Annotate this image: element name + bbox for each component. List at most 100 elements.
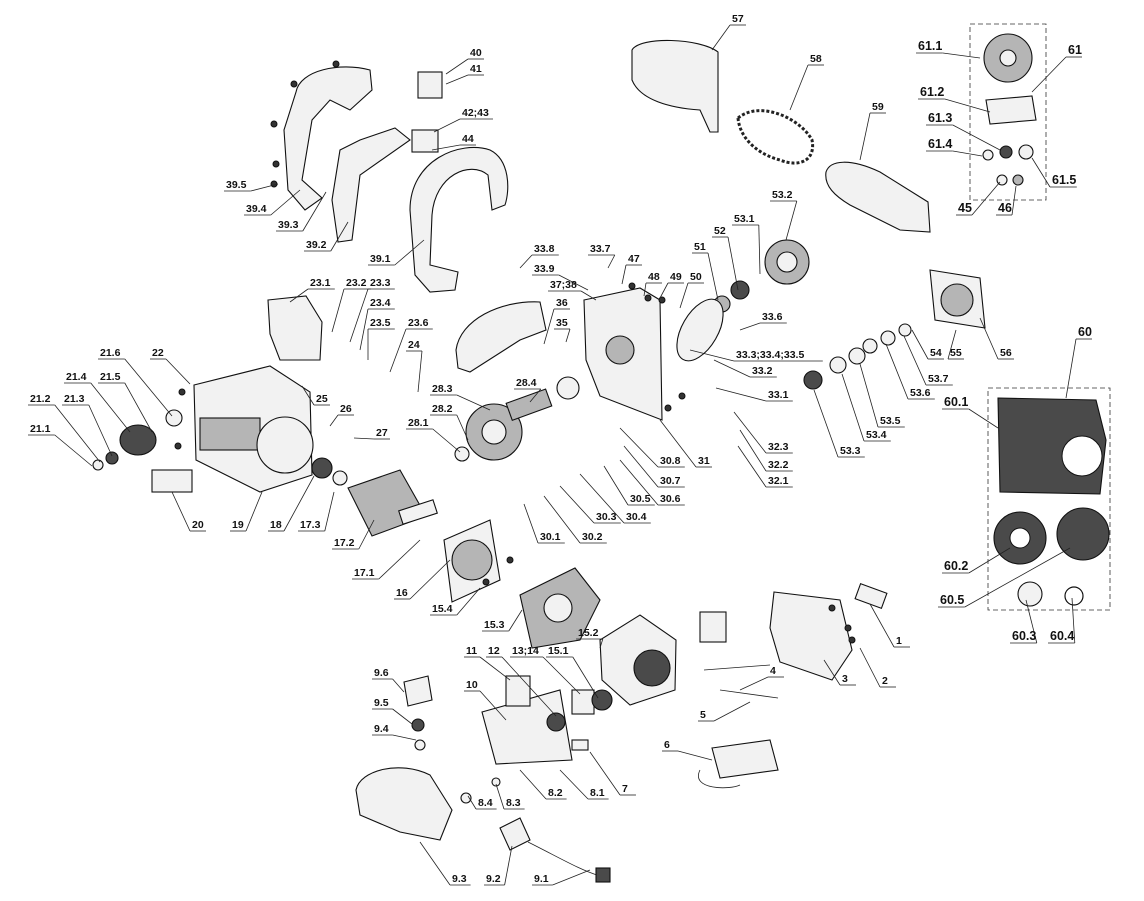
part-callout-9-4: 9.4 [374,723,389,735]
leader-line-15-4 [456,587,481,616]
part-callout-37-38: 37;38 [550,279,577,291]
part-callout-40: 40 [470,47,482,59]
leader-line-56 [979,317,999,360]
accessory-61-illustration [982,33,1037,186]
part-callout-53-6: 53.6 [910,387,931,399]
leader-line-30-2 [543,495,581,544]
leader-line-30-5 [603,465,629,506]
part-callout-17-1: 17.1 [354,567,375,579]
leader-line-24 [417,350,423,393]
part-callout-61-1: 61.1 [918,39,942,53]
part-callout-60-2: 60.2 [944,559,968,573]
leader-line-39-4 [270,189,301,216]
part-callout-30-2: 30.2 [582,531,603,543]
part-callout-48: 48 [648,271,660,283]
leader-line-45 [971,181,1001,216]
leader-line-53-6 [885,343,909,400]
leader-line-55 [947,329,957,360]
leader-line-61-2 [944,98,991,113]
leader-line-33-1 [715,387,767,402]
leader-line-17-2 [358,519,375,550]
part-callout-44: 44 [462,133,474,145]
part-callout-28-3: 28.3 [432,383,453,395]
part-callout-21-1: 21.1 [30,423,51,435]
part-callout-8-1: 8.1 [590,787,605,799]
bar-cover-illustration [631,39,719,133]
leader-line-52 [727,236,739,291]
part-callout-30-4: 30.4 [626,511,647,523]
part-callout-61-3: 61.3 [928,111,952,125]
leader-line-33-6 [739,322,761,331]
leader-line-15-2 [599,638,604,649]
leader-line-28-1 [432,428,461,453]
leader-line-21-5 [124,382,153,433]
part-callout-61: 61 [1068,43,1082,57]
leader-line-9-5 [392,708,413,725]
part-callout-39-2: 39.2 [306,239,327,251]
part-callout-33-7: 33.7 [590,243,611,255]
part-callout-9-6: 9.6 [374,667,389,679]
part-callout-6: 6 [664,739,670,751]
part-callout-15-2: 15.2 [578,627,599,639]
leader-line-8-2 [519,769,547,800]
part-callout-39-1: 39.1 [370,253,391,265]
leader-line-23-4 [359,308,369,351]
leader-line-9-6 [392,678,405,693]
rear-handle-illustration [769,582,888,681]
part-callout-9-5: 9.5 [374,697,389,709]
part-callout-23-3: 23.3 [370,277,391,289]
leader-line-49 [659,282,669,299]
leader-line-39-3 [302,191,327,232]
leader-line-17-1 [378,539,421,580]
part-callout-56: 56 [1000,347,1012,359]
part-callout-23-2: 23.2 [346,277,367,289]
part-callout-1: 1 [896,635,902,647]
part-callout-9-2: 9.2 [486,873,501,885]
rear-housing-illustration [355,675,611,883]
leader-line-39-5 [250,183,279,192]
leader-line-39-2 [330,221,349,252]
part-callout-30-8: 30.8 [660,455,681,467]
leader-line-21-1 [54,434,93,467]
part-callout-30-3: 30.3 [596,511,617,523]
leader-line-60-2 [968,547,1011,574]
leader-line-8-1 [559,769,589,800]
leader-line-48 [643,282,647,297]
part-callout-23-5: 23.5 [370,317,391,329]
part-callout-17-3: 17.3 [300,519,321,531]
leader-line-18 [283,475,315,532]
leader-line-1 [869,603,895,648]
part-callout-7: 7 [622,783,628,795]
leader-line-9-4 [392,734,417,741]
accessory-60-illustration [993,397,1110,607]
leader-line-57 [711,24,731,51]
part-callout-8-3: 8.3 [506,797,521,809]
sprocket-illustration [676,239,810,362]
leader-line-28-3 [456,394,491,411]
part-callout-15-3: 15.3 [484,619,505,631]
drive-gear-illustration [454,376,580,462]
leader-line-53-2 [785,200,798,241]
part-callout-39-4: 39.4 [246,203,267,215]
leader-line-54 [911,329,929,360]
leader-line-30-4 [579,473,625,524]
part-callout-55: 55 [950,347,962,359]
part-callout-27: 27 [376,427,388,439]
accessory-inset-60 [987,387,1111,611]
part-callout-8-2: 8.2 [548,787,563,799]
part-callout-5: 5 [700,709,706,721]
leader-line-30-7 [623,445,659,488]
part-callout-36: 36 [556,297,568,309]
leader-line-33-8 [519,254,533,269]
leader-line-30-3 [559,485,595,524]
leader-line-60 [1065,338,1077,399]
baffle-plate-illustration [443,519,501,603]
part-callout-23-1: 23.1 [310,277,331,289]
leader-line-32-1 [737,445,767,488]
part-callout-19: 19 [232,519,244,531]
guide-bar-illustration [825,161,931,233]
leader-lines [28,24,1092,886]
leader-line-23-6 [389,328,407,373]
leader-line-21-4 [90,382,131,433]
part-callout-12: 12 [488,645,500,657]
